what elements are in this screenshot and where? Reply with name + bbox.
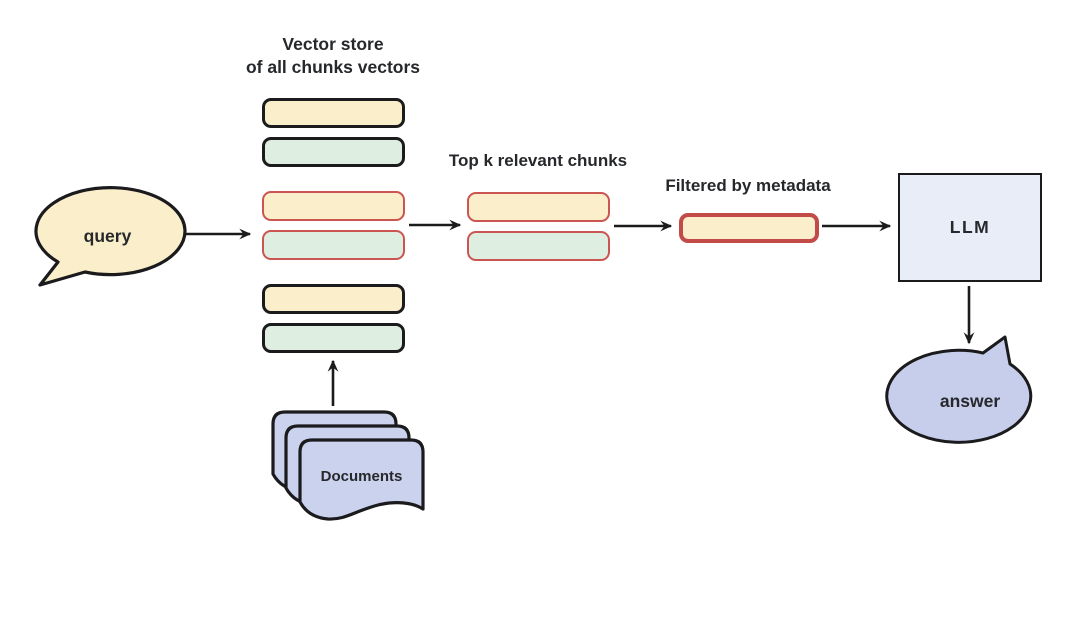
chunk [262, 284, 405, 314]
filtered-chunk-stack [679, 213, 819, 243]
chunk [262, 230, 405, 260]
vector-store-title-line2: of all chunks vectors [245, 57, 421, 77]
chunk [467, 192, 610, 222]
answer-bubble [885, 335, 1033, 444]
query-label: query [83, 226, 132, 246]
llm-label: LLM [949, 217, 991, 237]
top-k-label: Top k relevant chunks [448, 151, 628, 170]
vector-store-stack [262, 98, 405, 353]
filtered-label: Filtered by metadata [665, 176, 831, 195]
chunk [262, 98, 405, 128]
chunk [467, 231, 610, 261]
answer-label: answer [939, 391, 1001, 411]
top-k-stack [467, 192, 610, 261]
chunk [262, 323, 405, 353]
documents-stack [271, 410, 425, 521]
chunk [262, 191, 405, 221]
vector-store-title: Vector store of all chunks vectors [183, 33, 483, 79]
vector-store-title-line1: Vector store [282, 34, 384, 54]
chunk [262, 137, 405, 167]
llm-node: LLM [898, 173, 1042, 282]
query-bubble [34, 186, 187, 287]
documents-label: Documents [320, 468, 403, 485]
chunk [679, 213, 819, 243]
